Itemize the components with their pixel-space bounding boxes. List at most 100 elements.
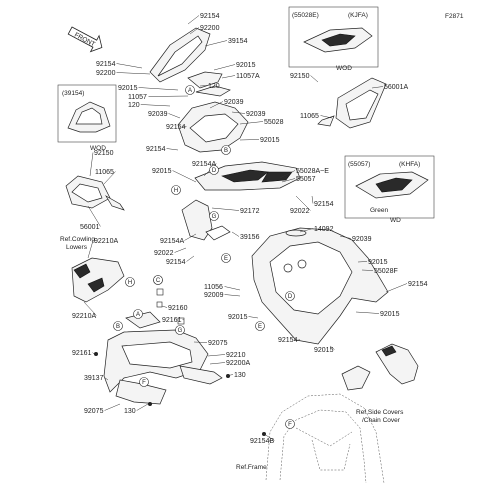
leader-line <box>87 240 94 259</box>
leader-line <box>104 377 109 381</box>
leader-line <box>239 121 264 125</box>
meter-cover-part <box>187 71 231 97</box>
khfa-variant: (KHFA) <box>399 161 420 168</box>
mirror-part <box>317 77 387 129</box>
leader-line <box>138 87 179 91</box>
ref-circle-d: D <box>285 291 295 301</box>
ref-circle-a: A <box>185 85 195 95</box>
callout-92172: 92172 <box>240 208 260 215</box>
kjfa-variant: (KJFA) <box>348 12 368 19</box>
callout-92161: 92161 <box>72 350 92 357</box>
callout-39154: 39154 <box>228 38 248 45</box>
leader-line <box>89 152 94 177</box>
callout-92015: 92015 <box>368 259 388 266</box>
callout-92154: 92154 <box>146 146 166 153</box>
leader-line <box>209 101 224 109</box>
callout-92022: 92022 <box>290 208 310 215</box>
callout-92210a: 92210A <box>94 238 118 245</box>
callout-55057: 55057 <box>296 176 316 183</box>
windshield-part <box>149 27 211 83</box>
leader-line <box>166 148 179 151</box>
callout-56001: 56001 <box>80 224 100 231</box>
callout-92009: 92009 <box>204 292 224 299</box>
leader-line <box>140 104 171 107</box>
leader-line <box>385 283 408 293</box>
callout-92154: 92154 <box>166 259 186 266</box>
callout-92200: 92200 <box>200 25 220 32</box>
callout-92039: 92039 <box>148 111 168 118</box>
callout-92154: 92154 <box>200 13 220 20</box>
callout-92075: 92075 <box>84 408 104 415</box>
callout-92150: 92150 <box>290 73 310 80</box>
sub-frame-part <box>103 311 223 405</box>
ref-circle-h: H <box>171 185 181 195</box>
leader-line <box>225 374 234 377</box>
leader-line <box>357 261 368 263</box>
leader-line <box>103 171 116 185</box>
leader-line <box>211 207 240 211</box>
ref-circle-e: E <box>221 253 231 263</box>
callout-92039: 92039 <box>224 99 244 106</box>
leader-line <box>209 362 226 365</box>
ref-circle-a: A <box>133 309 143 319</box>
ref-circle-g: G <box>175 325 185 335</box>
leader-line <box>187 15 200 25</box>
leader-line <box>231 111 246 114</box>
leader-line <box>204 40 228 47</box>
svg-text:D: D <box>212 168 217 174</box>
leader-line <box>281 178 296 183</box>
callout-92161: 92161 <box>162 317 182 324</box>
leader-line <box>189 27 200 35</box>
callout-120: 120 <box>128 102 140 109</box>
leader-line <box>92 352 95 355</box>
leader-line <box>263 433 275 441</box>
svg-text:A: A <box>188 88 192 94</box>
leader-line <box>186 255 195 262</box>
upper-cowl-part <box>177 101 249 153</box>
leader-line <box>168 113 181 119</box>
leader-line <box>361 269 374 271</box>
callout-92015: 92015 <box>380 311 400 318</box>
leader-line <box>116 72 151 75</box>
callout-92150: 92150 <box>94 150 114 157</box>
reference-circles: AABBCCDDEEFFGGHH <box>113 85 295 429</box>
callout-92015: 92015 <box>236 62 256 69</box>
leader-line <box>221 75 236 79</box>
leader-line <box>339 235 352 239</box>
lower-trim-part <box>341 365 371 391</box>
callout-39137: 39137 <box>84 375 104 382</box>
svg-text:B: B <box>224 148 228 154</box>
khfa-code: (55057) <box>348 161 370 168</box>
ref-cowling-line1: Ref.Cowling <box>60 236 95 243</box>
ref-side-line1: Ref.Side Covers <box>356 409 404 416</box>
ref-circle-c: C <box>153 275 163 285</box>
callout-92154: 92154 <box>408 281 428 288</box>
bolt-icons <box>94 288 230 406</box>
callout-92154b: 92154B <box>250 438 274 445</box>
callout-55028f: 55028F <box>374 268 398 275</box>
svg-text:G: G <box>212 214 217 220</box>
callout-92154: 92154 <box>278 337 298 344</box>
callout-11057a: 11057A <box>236 73 260 80</box>
ref-frame-note: Ref.Frame <box>236 464 267 471</box>
leader-line <box>320 115 333 119</box>
leader-line <box>224 294 241 297</box>
ref-circle-g: G <box>209 211 219 221</box>
callout-92154: 92154 <box>166 124 186 131</box>
svg-text:A: A <box>136 312 140 318</box>
leader-line <box>299 228 314 233</box>
screen-note: WOD <box>90 145 106 152</box>
callout-14092: 14092 <box>314 226 334 233</box>
leader-line <box>199 85 208 87</box>
callout-11065: 11065 <box>95 169 114 176</box>
leader-line <box>87 205 101 227</box>
callout-39156: 39156 <box>240 234 260 241</box>
leader-line <box>213 64 236 71</box>
ref-circle-h: H <box>125 277 135 287</box>
callout-92015: 92015 <box>118 85 138 92</box>
svg-text:G: G <box>178 328 183 334</box>
callout-55028a-e: 55028A~E <box>296 168 329 175</box>
svg-text:F: F <box>288 422 292 428</box>
callout-92022: 92022 <box>154 250 174 257</box>
